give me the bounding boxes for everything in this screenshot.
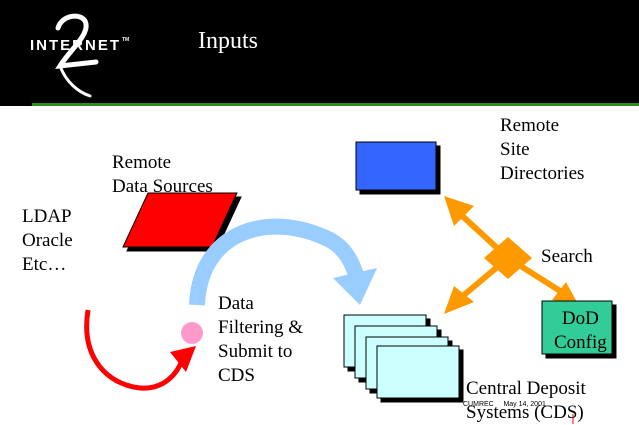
logo-wordmark: INTERNETTM [30,37,129,54]
orange-arrowhead-up-icon [444,196,474,226]
slide-header: INTERNETTM Inputs [0,0,639,106]
search-diamond [484,237,532,279]
red-flow-arrow [84,309,185,391]
blue-flow-arrow [189,218,364,306]
header-accent-line [32,103,639,106]
slide-title: Inputs [198,28,258,54]
blue-arrowhead-icon [333,268,377,305]
dod-config-box [541,300,613,355]
cds-label: Central Deposit Systems (CDS) [466,378,586,423]
cds-box-4 [376,345,460,399]
data-filtering-label: Data Filtering & Submit to CDS [218,293,303,386]
remote-data-sources-label: Remote Data Sources [112,152,213,197]
remote-site-directories-label: Remote Site Directories [500,115,585,184]
filtering-circle [181,322,203,344]
dod-config-label: DoD Config [554,308,607,353]
orange-arrowhead-right-icon [552,282,578,304]
red-arrowhead-icon [170,346,196,372]
internet2-logo-icon [55,13,99,98]
logo-word: INTERNET [30,37,121,54]
logo-tm: TM [122,37,130,43]
cds-stack [343,314,460,399]
search-label: Search [541,246,593,267]
ldap-oracle-label: LDAP Oracle Etc… [22,206,73,275]
orange-arrowhead-down-icon [444,286,474,314]
footer-text: CUMREC May 14, 2001 [463,401,546,408]
remote-site-directories-box [355,141,437,191]
